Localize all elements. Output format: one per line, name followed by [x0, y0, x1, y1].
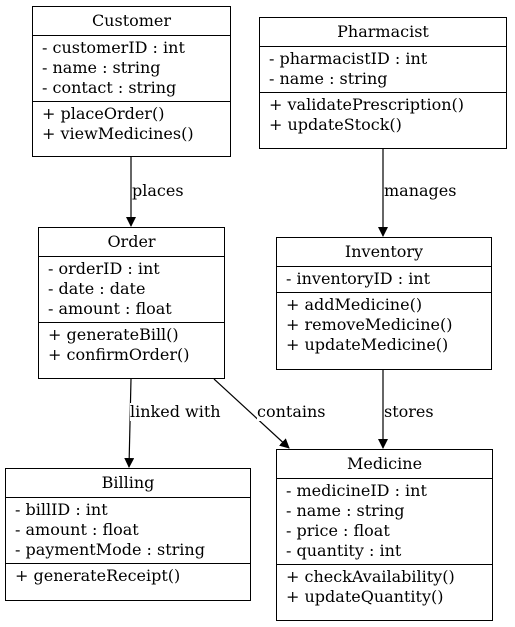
attribute: - name : string: [286, 501, 405, 520]
class-inventory[interactable]: Inventory - inventoryID : int + addMedic…: [276, 237, 492, 370]
edge-label-linked-with: linked with: [130, 402, 221, 421]
operation: + placeOrder(): [42, 104, 165, 123]
attribute: - name : string: [42, 58, 161, 77]
operation: + addMedicine(): [286, 295, 423, 314]
class-customer[interactable]: Customer - customerID : int - name : str…: [32, 6, 231, 157]
attribute: - medicineID : int: [286, 481, 427, 500]
edge-label-stores: stores: [384, 402, 434, 421]
attribute: - amount : float: [15, 520, 139, 539]
attribute: - billID : int: [15, 500, 108, 519]
operations-compartment: + validatePrescription() + updateStock(): [260, 93, 506, 138]
operation: + generateReceipt(): [15, 566, 181, 585]
operation: + updateQuantity(): [286, 587, 444, 606]
class-pharmacist[interactable]: Pharmacist - pharmacistID : int - name :…: [259, 17, 507, 149]
operations-compartment: + addMedicine() + removeMedicine() + upd…: [277, 293, 491, 358]
operation: + confirmOrder(): [48, 345, 190, 364]
operations-compartment: + generateBill() + confirmOrder(): [39, 323, 224, 368]
edge-order-medicine: [213, 378, 290, 449]
operation: + updateStock(): [269, 115, 402, 134]
edge-label-places: places: [132, 181, 184, 200]
attributes-compartment: - pharmacistID : int - name : string: [260, 47, 506, 93]
class-name: Billing: [6, 469, 250, 498]
attribute: - customerID : int: [42, 38, 185, 57]
attribute: - paymentMode : string: [15, 540, 205, 559]
operations-compartment: + placeOrder() + viewMedicines(): [33, 102, 230, 147]
attribute: - date : date: [48, 279, 146, 298]
class-billing[interactable]: Billing - billID : int - amount : float …: [5, 468, 251, 601]
edge-label-manages: manages: [384, 181, 457, 200]
operation: + viewMedicines(): [42, 124, 194, 143]
operation: + generateBill(): [48, 325, 179, 344]
operation: + validatePrescription(): [269, 95, 465, 114]
attribute: - pharmacistID : int: [269, 49, 428, 68]
edge-order-billing: [124, 378, 135, 468]
attributes-compartment: - orderID : int - date : date - amount :…: [39, 257, 224, 323]
operation: + updateMedicine(): [286, 335, 449, 354]
attribute: - amount : float: [48, 299, 172, 318]
class-name: Medicine: [277, 450, 492, 479]
class-name: Customer: [33, 7, 230, 36]
class-name: Inventory: [277, 238, 491, 267]
attribute: - orderID : int: [48, 259, 160, 278]
edge-label-contains: contains: [257, 402, 326, 421]
attribute: - contact : string: [42, 78, 177, 97]
attributes-compartment: - billID : int - amount : float - paymen…: [6, 498, 250, 564]
operations-compartment: + generateReceipt(): [6, 564, 250, 589]
attributes-compartment: - customerID : int - name : string - con…: [33, 36, 230, 102]
attributes-compartment: - inventoryID : int: [277, 267, 491, 293]
operation: + checkAvailability(): [286, 567, 455, 586]
operation: + removeMedicine(): [286, 315, 453, 334]
class-medicine[interactable]: Medicine - medicineID : int - name : str…: [276, 449, 493, 621]
attribute: - name : string: [269, 69, 388, 88]
attribute: - quantity : int: [286, 541, 402, 560]
attribute: - inventoryID : int: [286, 269, 431, 288]
class-name: Pharmacist: [260, 18, 506, 47]
attribute: - price : float: [286, 521, 390, 540]
operations-compartment: + checkAvailability() + updateQuantity(): [277, 565, 492, 610]
class-name: Order: [39, 228, 224, 257]
attributes-compartment: - medicineID : int - name : string - pri…: [277, 479, 492, 565]
class-order[interactable]: Order - orderID : int - date : date - am…: [38, 227, 225, 379]
